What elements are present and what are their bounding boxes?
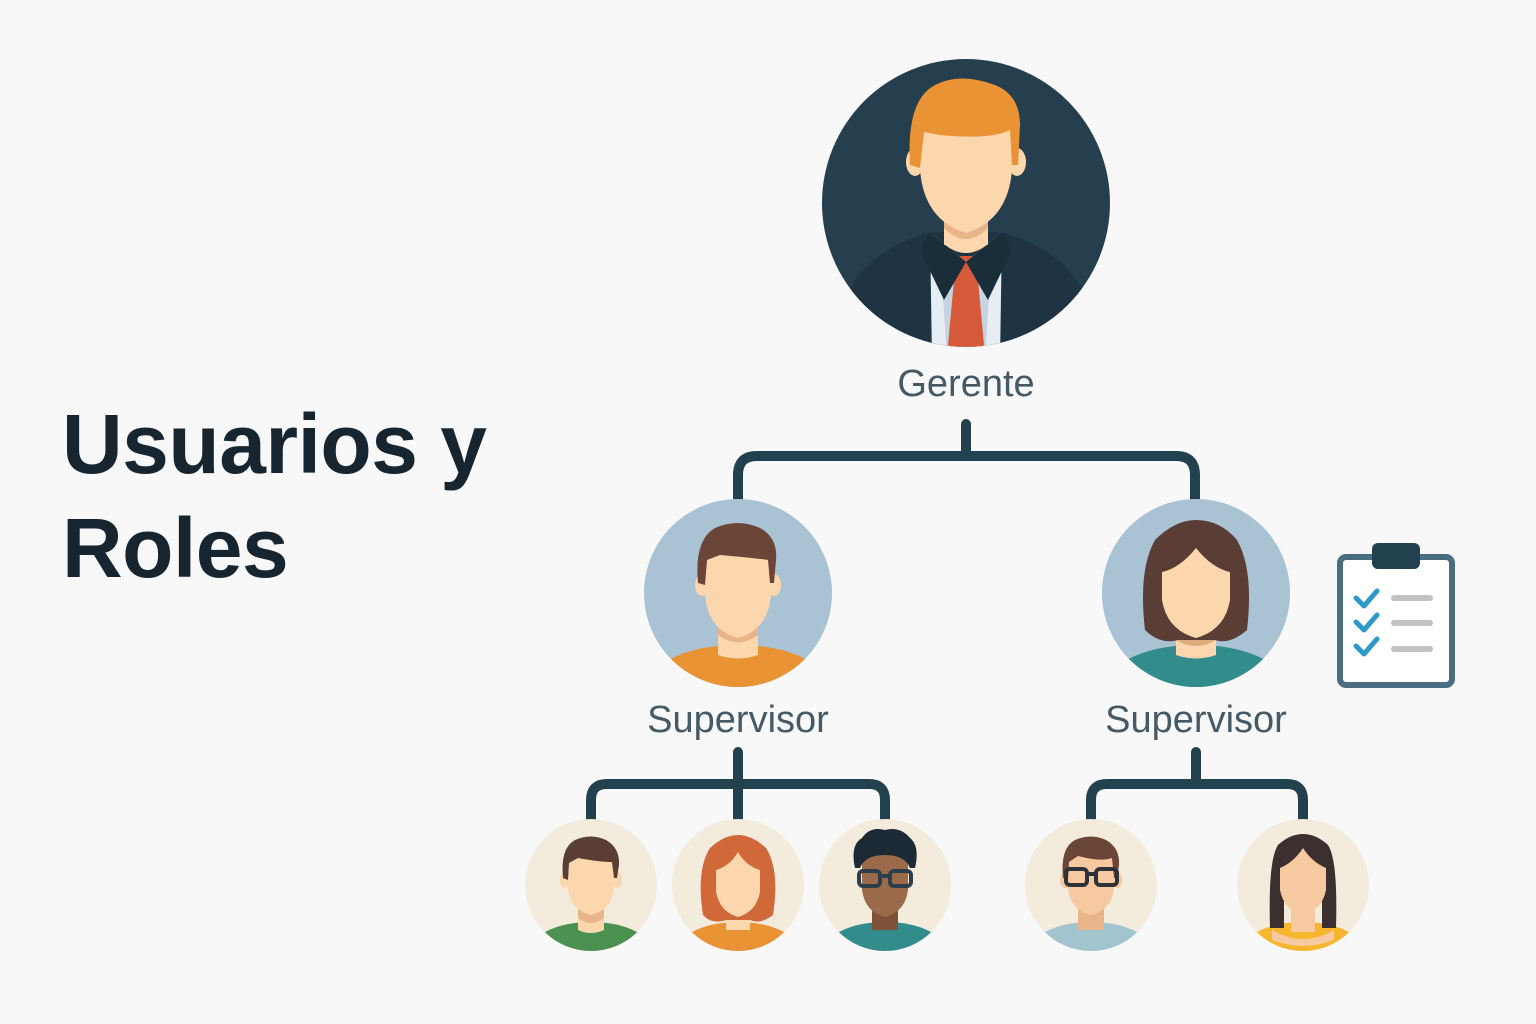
connector-supervisor1-to-team (586, 747, 890, 823)
employee-male-glasses-avatar-icon[interactable] (819, 819, 951, 960)
title-line-1: Usuarios y (62, 397, 487, 491)
employee-female-longhair-avatar-icon[interactable] (1237, 819, 1369, 960)
employee-female-redhair-avatar-icon[interactable] (672, 819, 804, 960)
male-supervisor-avatar-icon[interactable] (644, 499, 832, 700)
employee-male-glasses-avatar-icon[interactable] (1025, 819, 1157, 960)
employee-male-green-avatar-icon[interactable] (525, 819, 657, 960)
supervisor-2-role-label: Supervisor (1105, 699, 1287, 741)
clipboard-checklist-icon (1337, 543, 1455, 688)
connector-supervisor2-to-team (1086, 747, 1308, 823)
manager-avatar-icon[interactable] (822, 59, 1110, 360)
connector-manager-to-supervisors (733, 419, 1200, 505)
connectors (586, 419, 1308, 823)
page-title: Usuarios y Roles (62, 392, 487, 600)
manager-role-label: Gerente (897, 363, 1034, 405)
female-supervisor-avatar-icon[interactable] (1102, 499, 1290, 700)
supervisor-1-role-label: Supervisor (647, 699, 829, 741)
title-line-2: Roles (62, 501, 289, 595)
